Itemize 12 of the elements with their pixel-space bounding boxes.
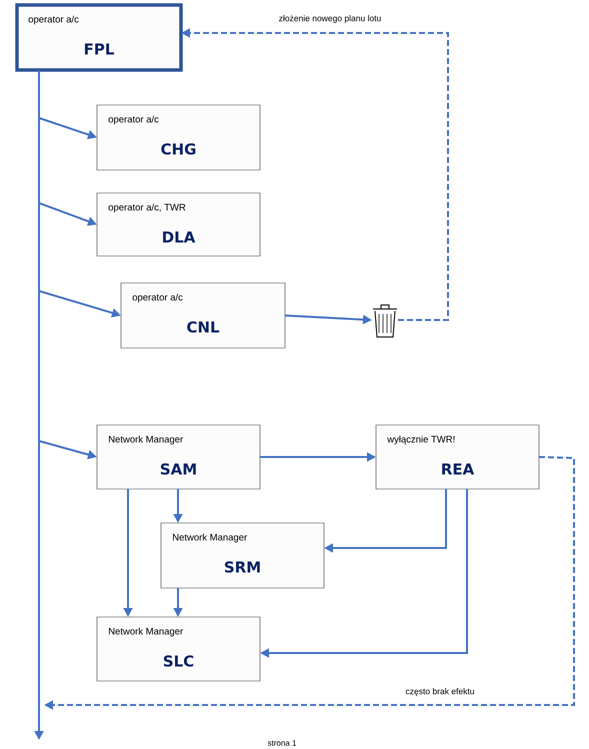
process-box: wyłącznie TWR! REA [376, 424, 540, 490]
edge-label: złożenie nowego planu lotu [276, 13, 384, 25]
process-box: Network Manager SRM [160, 522, 324, 588]
process-box: operator a/c FPL [15, 3, 183, 72]
process-box: operator a/c, TWR DLA [96, 192, 260, 256]
process-box: operator a/c CHG [96, 104, 260, 170]
page-number: strona 1 [268, 740, 296, 746]
process-box: Network Manager SAM [96, 424, 260, 490]
process-box: Network Manager SLC [96, 616, 260, 682]
trash-bin-icon [372, 304, 398, 338]
edge-label: często brak efektu [404, 686, 476, 698]
process-box: operator a/c CNL [120, 282, 286, 348]
